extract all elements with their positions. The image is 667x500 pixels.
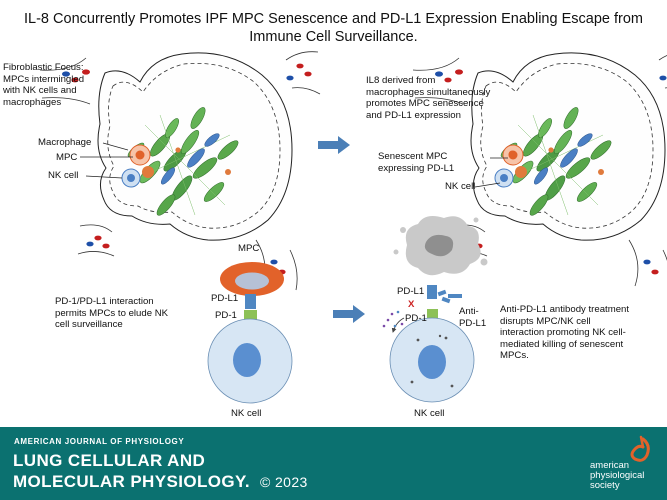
- macrophage-pointer: [102, 142, 129, 151]
- nk-nucleus-right: [418, 345, 446, 379]
- bottom-arrow: [333, 305, 365, 323]
- pd1-label-right: PD-1: [405, 313, 427, 324]
- nk-nucleus: [233, 343, 261, 377]
- blocked-x-mark: X: [408, 299, 415, 310]
- pd1-receptor-right: [427, 309, 438, 324]
- granules: [410, 334, 454, 388]
- journal-title-line-2: MOLECULAR PHYSIOLOGY. © 2023: [13, 472, 308, 492]
- journal-title-line-2-text: MOLECULAR PHYSIOLOGY.: [13, 472, 250, 491]
- diagram-artwork: [39, 51, 667, 404]
- nk-pointer: [85, 175, 123, 179]
- mpc-cell: [220, 262, 284, 296]
- journal-title-line-1: LUNG CELLULAR AND: [13, 451, 206, 470]
- aps-logo-icon: [630, 435, 650, 462]
- macrophage-label: Macrophage: [38, 137, 92, 148]
- fibroblastic-focus-text: Fibroblastic Focus: MPCs intermingled wi…: [3, 62, 85, 108]
- nk-cell-label-right: NK cell: [445, 181, 476, 192]
- anti-pdl1-label: Anti- PD-L1: [459, 306, 487, 329]
- granzyme-release: [382, 310, 405, 333]
- mpc-title-label: MPC: [238, 243, 260, 254]
- pdl1-label-right: PD-L1: [397, 286, 425, 297]
- title-line-2: Immune Cell Surveillance.: [249, 29, 418, 45]
- nk-cell-bottom-label: NK cell: [231, 408, 262, 419]
- anti-pdl1-treatment-text: Anti-PD-L1 antibody treatment disrupts M…: [500, 304, 630, 361]
- pd1-pdl1-interaction-text: PD-1/PD-L1 interaction permits MPCs to e…: [55, 296, 169, 330]
- title-line-1: IL-8 Concurrently Promotes IPF MPC Senes…: [24, 11, 643, 27]
- mpc-label: MPC: [56, 152, 78, 163]
- journal-footer: AMERICAN JOURNAL OF PHYSIOLOGY LUNG CELL…: [0, 427, 667, 500]
- pdl1-receptor-right: [427, 285, 437, 299]
- nk-cell-label: NK cell: [48, 170, 79, 181]
- pdl1-label: PD-L1: [211, 293, 239, 304]
- senescent-mpc-label: Senescent MPC expressing PD-L1: [378, 151, 455, 174]
- nk-pointer-right: [474, 182, 501, 188]
- pdl1-receptor: [245, 294, 256, 309]
- pd1-label: PD-1: [215, 310, 237, 321]
- il8-text: IL8 derived from macrophages simultaneou…: [366, 75, 491, 121]
- top-arrow: [318, 136, 350, 154]
- aps-society-name: american physiological society: [590, 460, 645, 491]
- journal-name: AMERICAN JOURNAL OF PHYSIOLOGY: [14, 437, 185, 446]
- copyright: © 2023: [259, 474, 308, 490]
- senescent-ring: [508, 150, 516, 158]
- anti-pdl1-antibody: [437, 289, 462, 304]
- dying-mpc-debris: [393, 216, 488, 276]
- nk-cell-bottom-label-right: NK cell: [414, 408, 445, 419]
- figure-title: IL-8 Concurrently Promotes IPF MPC Senes…: [0, 10, 667, 46]
